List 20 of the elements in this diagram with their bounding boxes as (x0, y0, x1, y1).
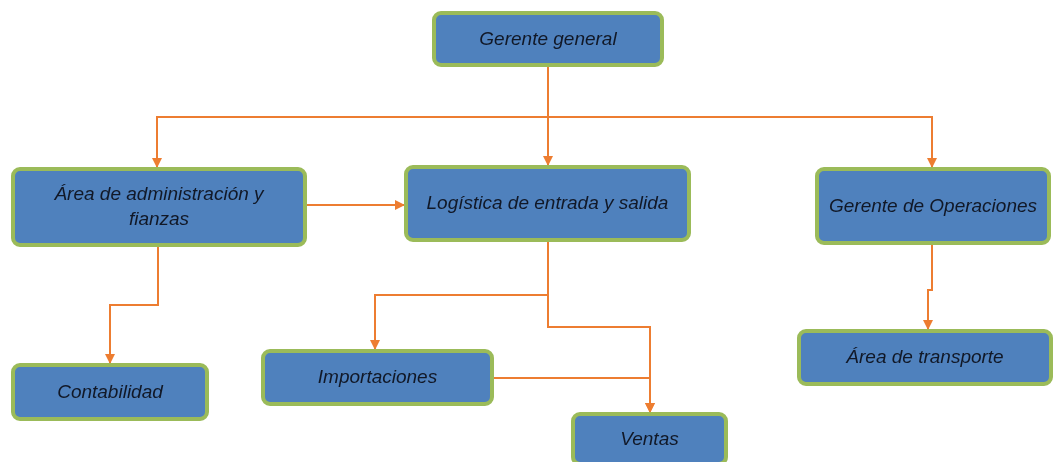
process-box (432, 11, 664, 67)
process-box (815, 167, 1051, 245)
box-label: Gerente de Operaciones (828, 193, 1038, 218)
arrow (105, 246, 159, 364)
process-box (797, 329, 1053, 386)
process-box (261, 349, 494, 406)
arrow (306, 200, 405, 210)
box-label: Área de administración y fianzas (53, 182, 266, 231)
arrow (493, 377, 655, 413)
box-label: Área de transporte (846, 345, 1004, 370)
box-label: Gerente general (479, 26, 617, 51)
process-box (404, 165, 691, 242)
process-box (11, 167, 307, 247)
box-label: Contabilidad (57, 379, 163, 404)
box-label: Logística de entrada y salida (426, 191, 669, 216)
process-box (571, 412, 728, 462)
process-box (11, 363, 209, 421)
box-label: Ventas (620, 426, 679, 451)
arrow (923, 244, 933, 330)
box-label: Importaciones (317, 365, 438, 390)
